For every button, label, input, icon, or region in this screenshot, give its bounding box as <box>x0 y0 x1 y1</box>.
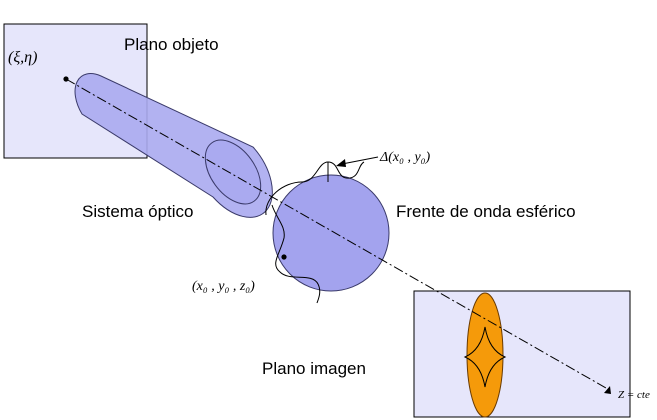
axis-end-arrow-icon <box>604 386 611 394</box>
image-plane-rect <box>413 290 631 418</box>
image-plane <box>413 290 631 418</box>
aberrated-wavefront-curve-lower <box>271 204 321 304</box>
wavefront-point <box>281 254 287 260</box>
object-coords-label: (ξ,η) <box>8 49 37 66</box>
cylinder-front-cap <box>204 139 262 205</box>
four-point-star-icon <box>463 326 507 388</box>
delta-label: Δ(x₀ , y₀) <box>379 150 431 165</box>
optical-system-cylinder <box>74 73 273 218</box>
point-coords-label: (x₀ , y₀ , z₀) <box>192 279 255 294</box>
delta-pointer-arrowhead <box>336 159 346 167</box>
optical-system-label: Sistema óptico <box>82 202 194 221</box>
object-plane-label: Plano objeto <box>124 35 219 54</box>
image-plane-label: Plano imagen <box>262 359 366 378</box>
delta-pointer-line <box>341 156 379 165</box>
wavefront-sphere <box>272 174 390 292</box>
object-point <box>63 76 69 82</box>
optical-axis <box>65 78 607 389</box>
wavefront-label: Frente de onda esférico <box>396 202 576 221</box>
spherical-wavefront <box>265 161 390 304</box>
z-constant-label: Z = cte <box>618 389 650 401</box>
